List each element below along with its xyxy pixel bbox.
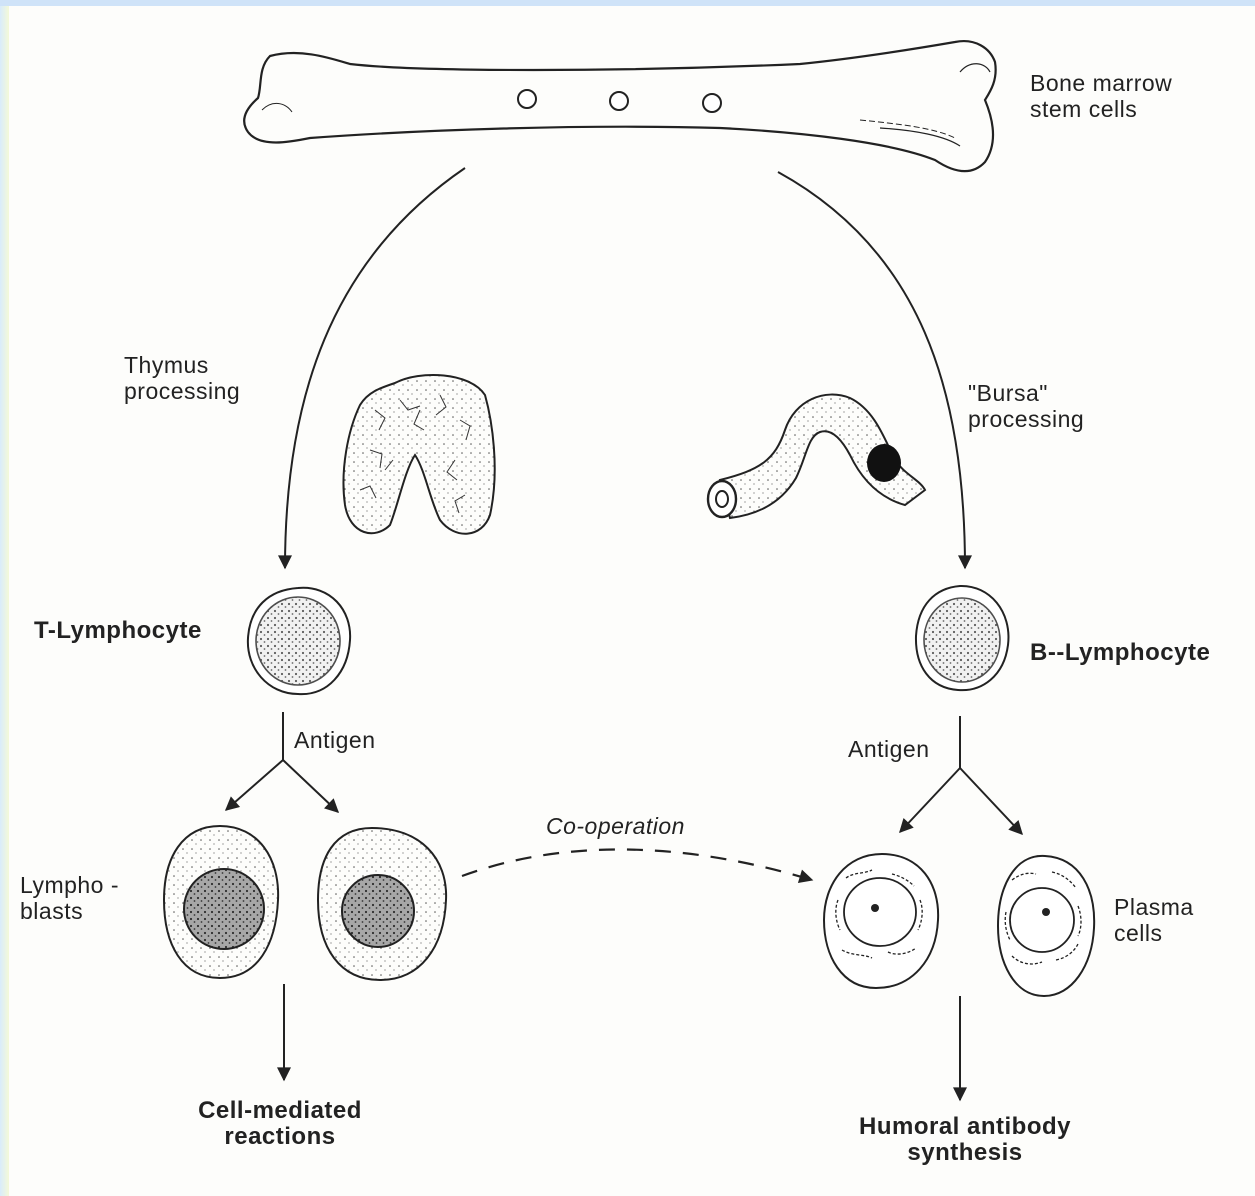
b-lymphocyte-label: B--Lymphocyte — [1030, 640, 1210, 666]
arrow-to-bursa — [778, 172, 965, 568]
lymphoblasts-label: Lympho - blasts — [20, 872, 119, 924]
antigen-right-label: Antigen — [848, 736, 930, 762]
bursa-organ — [708, 395, 925, 518]
plasma-cells-label: Plasma cells — [1114, 894, 1194, 946]
bone-marrow-label: Bone marrow stem cells — [1030, 70, 1172, 122]
cooperation-label: Co-operation — [546, 813, 685, 839]
antigen-branch-right — [900, 716, 1022, 834]
cell-mediated-label: Cell-mediated reactions — [160, 1098, 400, 1150]
lymphoblast-cell-1 — [164, 826, 278, 978]
humoral-antibody-label: Humoral antibody synthesis — [820, 1114, 1110, 1166]
thymus-processing-label: Thymus processing — [124, 352, 240, 404]
thymus-organ — [343, 375, 494, 534]
plasma-cell-1 — [824, 854, 938, 988]
t-lymphocyte-label: T-Lymphocyte — [34, 618, 202, 644]
plasma-cell-2 — [998, 856, 1094, 996]
t-lymphocyte-cell — [248, 588, 350, 694]
antigen-left-label: Antigen — [294, 727, 376, 753]
bursa-processing-label: "Bursa" processing — [968, 380, 1084, 432]
cooperation-arrow — [462, 849, 812, 880]
lymphoblast-cell-2 — [318, 828, 446, 980]
b-lymphocyte-cell — [916, 586, 1009, 690]
